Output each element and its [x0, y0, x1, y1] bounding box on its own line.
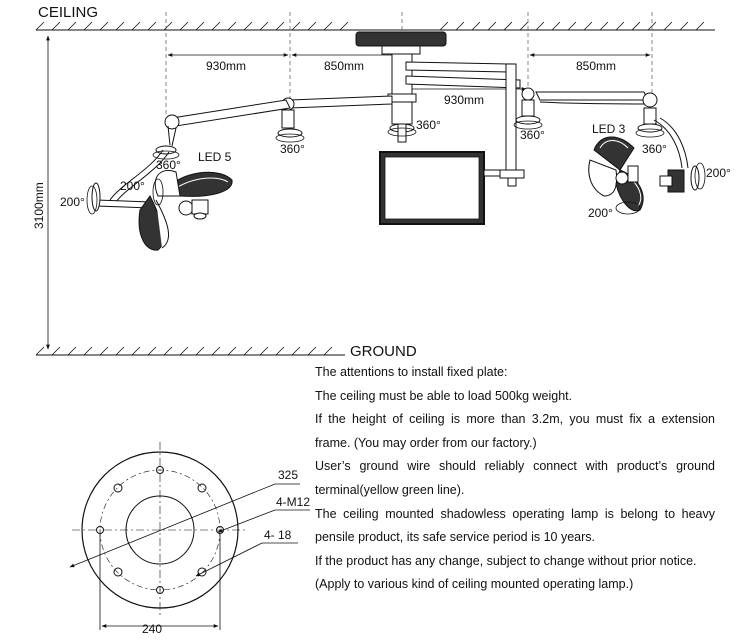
note-line: frame. (You may order from our factory.)	[315, 435, 537, 450]
monitor	[379, 151, 501, 225]
plate-hole-label: 4- 18	[264, 528, 292, 542]
fixed-plate	[72, 442, 248, 618]
plate-diameter-label: 325	[278, 468, 299, 482]
monitor-arm	[405, 61, 525, 187]
right-arm	[515, 87, 700, 193]
plate-width-label: 240	[142, 622, 163, 636]
note-line: User’s ground wire should reliably conne…	[315, 459, 715, 474]
rotation-360-left-joint: 360°	[156, 158, 181, 172]
note-line: If the height of ceiling is more than 3.…	[315, 412, 715, 427]
ceiling-line	[35, 21, 715, 31]
note-line: terminal(yellow green line).	[315, 482, 465, 497]
led3-label: LED 3	[592, 122, 626, 136]
installation-notes: The attentions to install fixed plate: T…	[315, 361, 715, 597]
dim-850-right: 850mm	[576, 59, 617, 73]
rotation-360-left-arm: 360°	[280, 142, 305, 156]
ceiling-label: CEILING	[38, 4, 99, 21]
right-rotation-marks	[513, 120, 706, 215]
note-line: (Apply to various kind of ceiling mounte…	[315, 577, 634, 592]
note-line: If the product has any change, subject t…	[315, 553, 697, 568]
left-arm	[91, 95, 393, 212]
note-line: The ceiling mounted shadowless operating…	[315, 506, 715, 521]
dim-850-left: 850mm	[324, 59, 365, 73]
plate-leaders	[69, 483, 310, 577]
center-column	[355, 31, 447, 143]
ground-label: GROUND	[350, 343, 417, 360]
note-line: The ceiling must be able to load 500kg w…	[315, 388, 573, 403]
dim-930-left: 930mm	[206, 59, 247, 73]
dim-930-center: 930mm	[444, 93, 485, 107]
left-rotation-marks	[86, 127, 417, 215]
rotation-360-right-arm: 360°	[520, 128, 545, 142]
plate-bolt-label: 4-M12	[276, 495, 311, 509]
plate-width-dimension	[99, 534, 221, 630]
note-line: The attentions to install fixed plate:	[315, 365, 508, 379]
ground-line	[35, 346, 345, 356]
rotation-360-center: 360°	[416, 118, 441, 132]
led3-lamp-head	[588, 136, 644, 212]
note-line: pensile product, its safe service period…	[315, 530, 595, 545]
rotation-200-left-outer: 200°	[60, 195, 85, 209]
rotation-360-right-joint: 360°	[642, 142, 667, 156]
rotation-200-right-inner: 200°	[588, 206, 613, 220]
led5-lamp-head	[138, 170, 233, 251]
rotation-200-right-outer: 200°	[706, 166, 731, 180]
led5-label: LED 5	[198, 150, 232, 164]
rotation-200-left-inner: 200°	[120, 179, 145, 193]
height-label: 3100mm	[32, 182, 46, 229]
